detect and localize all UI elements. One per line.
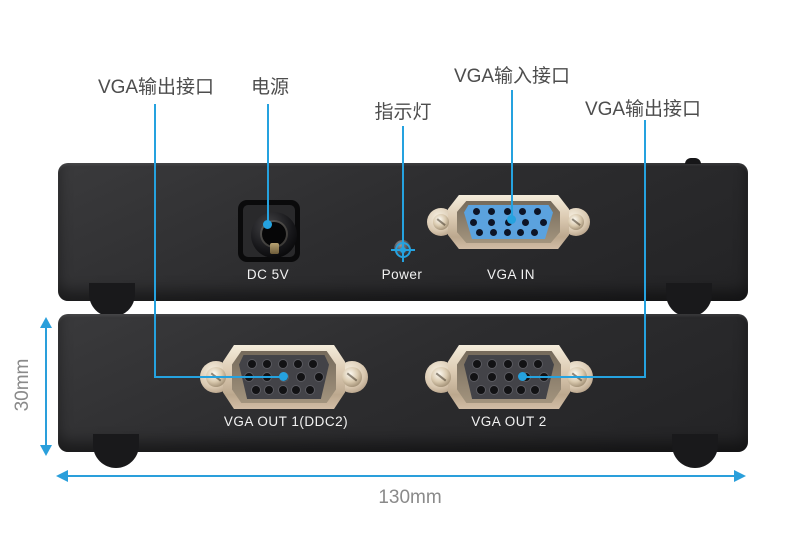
rubber-foot (89, 283, 135, 317)
dc-jack-pin (270, 243, 279, 254)
callout-dot (507, 215, 516, 224)
callout-crosshair (391, 238, 415, 262)
dimension-arrow-height (45, 326, 47, 446)
callout-line (154, 104, 156, 378)
power-label: Power (381, 267, 423, 282)
callout-label-vga-in: VGA输入接口 (453, 66, 571, 87)
callout-line (154, 376, 284, 378)
rubber-foot (666, 283, 712, 317)
dc-power-jack (238, 200, 300, 262)
dimension-arrowhead (56, 470, 68, 482)
vga-out1-label: VGA OUT 1(DDC2) (223, 414, 349, 429)
vga-flange (448, 195, 569, 249)
dimension-arrow-width (66, 475, 736, 477)
dimension-arrowhead (40, 445, 52, 456)
screw-icon (433, 214, 449, 230)
callout-line (402, 126, 404, 244)
screw-icon (342, 367, 362, 387)
callout-line (267, 104, 269, 224)
callout-line (511, 90, 513, 219)
dimension-arrowhead (40, 317, 52, 328)
dimension-label-width: 130mm (378, 487, 442, 508)
callout-line (644, 120, 646, 378)
callout-dot (518, 372, 527, 381)
vga-in-label: VGA IN (486, 267, 536, 282)
dc-jack-barrel (251, 212, 297, 258)
screw-icon (431, 367, 451, 387)
dc-jack-face (243, 205, 297, 258)
callout-dot (279, 372, 288, 381)
dimension-label-height: 30mm (12, 358, 33, 412)
callout-label-vga-out-right: VGA输出接口 (584, 99, 702, 120)
callout-label-power: 电源 (250, 77, 290, 98)
dc-5v-label: DC 5V (246, 267, 290, 282)
screw-icon (568, 214, 584, 230)
callout-label-vga-out-left: VGA输出接口 (97, 77, 215, 98)
top-bump (685, 158, 701, 164)
callout-line (522, 376, 646, 378)
callout-dot (263, 220, 272, 229)
dimension-arrowhead (734, 470, 746, 482)
rubber-foot (93, 434, 139, 468)
callout-label-indicator: 指示灯 (374, 102, 432, 123)
rubber-foot (672, 434, 718, 468)
vga-in-port (427, 195, 590, 249)
vga-out2-label: VGA OUT 2 (471, 414, 547, 429)
